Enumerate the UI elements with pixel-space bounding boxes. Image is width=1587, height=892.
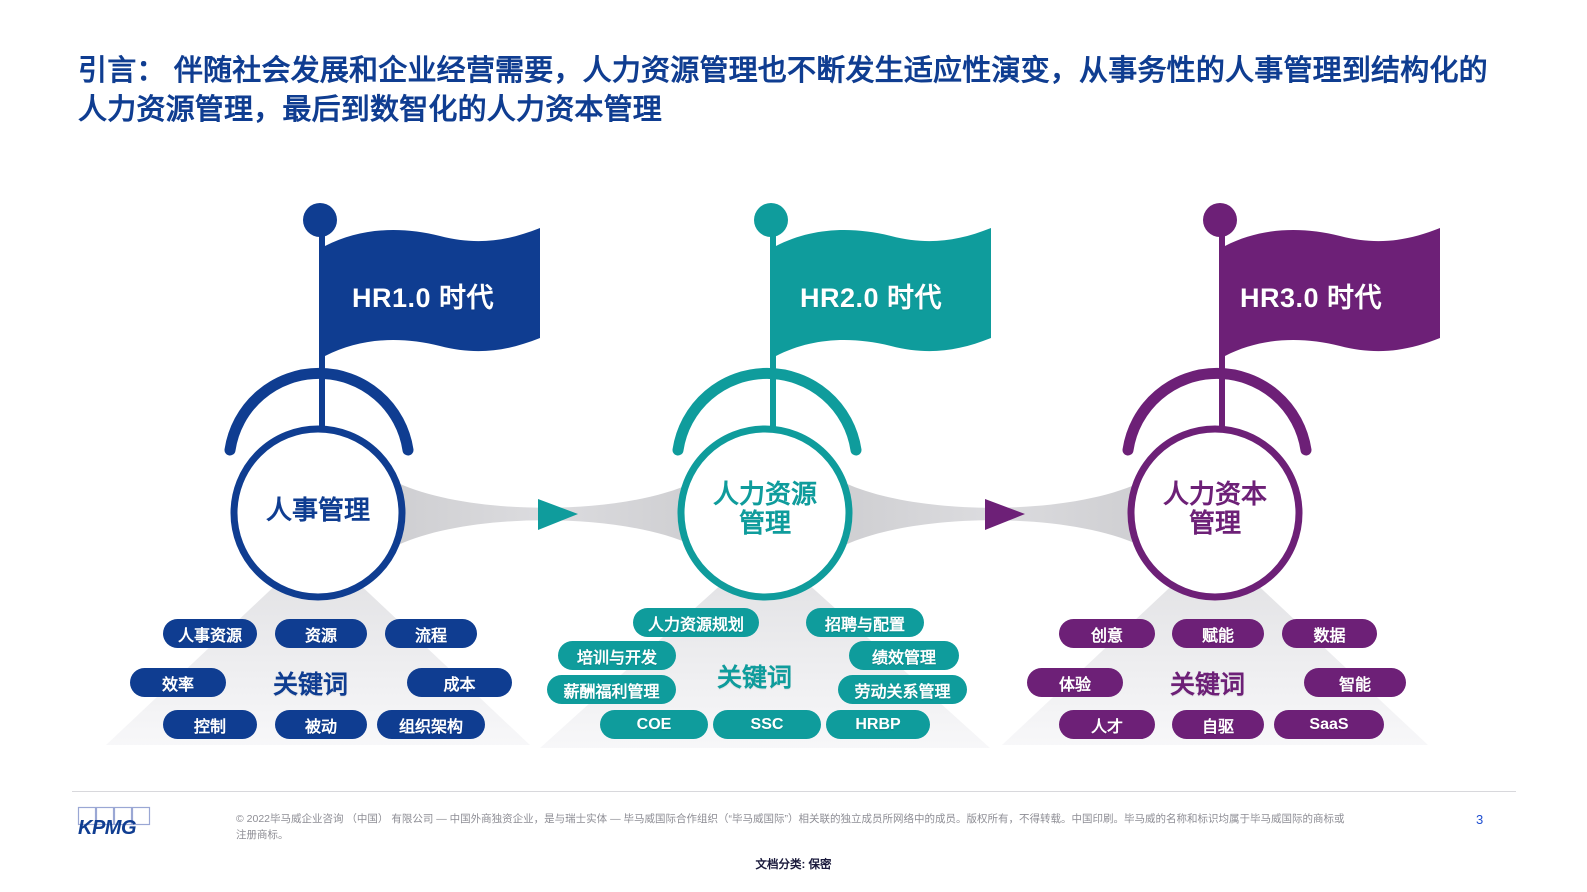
keyword-pill[interactable]: 智能 (1304, 668, 1406, 697)
kpmg-logo-wordmark: KPMG (78, 817, 136, 839)
keyword-pill[interactable]: 流程 (385, 619, 477, 648)
page-number: 3 (1476, 812, 1484, 827)
stage-graphic-hr2 (672, 203, 991, 601)
keyword-pill[interactable]: 人才 (1059, 710, 1155, 739)
circle-hr1 (230, 425, 406, 601)
stage-graphic-hr1 (224, 203, 540, 601)
keyword-pill[interactable]: 劳动关系管理 (838, 675, 967, 704)
keyword-pill[interactable]: HRBP (826, 710, 930, 739)
flag-finial-hr2 (754, 203, 788, 237)
keyword-pill[interactable]: SaaS (1274, 710, 1384, 739)
keyword-pill[interactable]: 控制 (163, 710, 257, 739)
copyright-disclaimer: © 2022毕马威企业咨询 （中国） 有限公司 — 中国外商独资企业，是与瑞士实… (236, 813, 1345, 841)
kpmg-logo: KPMG (76, 806, 160, 842)
keyword-pill[interactable]: 人力资源规划 (633, 608, 759, 637)
keyword-pill[interactable]: 人事资源 (163, 619, 257, 648)
keyword-pill[interactable]: 创意 (1059, 619, 1155, 648)
circle-label-hr2: 人力资源 管理 (712, 479, 817, 539)
keywords-title-hr2: 关键词 (717, 664, 793, 692)
keyword-pill[interactable]: 资源 (275, 619, 367, 648)
keyword-pill[interactable]: 效率 (130, 668, 226, 697)
circle-hr2 (677, 425, 853, 601)
arrow-icon-purple (985, 499, 1025, 530)
keyword-pill[interactable]: 数据 (1282, 619, 1377, 648)
flag-label-hr2: HR2.0 时代 (800, 283, 943, 313)
keyword-pill[interactable]: COE (600, 710, 708, 739)
footer-divider (72, 791, 1516, 792)
keyword-pill[interactable]: 培训与开发 (558, 641, 676, 670)
arrow-icon-teal (538, 499, 578, 530)
keyword-pill[interactable]: 组织架构 (377, 710, 485, 739)
keyword-pill[interactable]: 赋能 (1172, 619, 1264, 648)
page-title: 引言： 伴随社会发展和企业经营需要，人力资源管理也不断发生适应性演变，从事务性的… (78, 55, 1488, 127)
keywords-title-hr1: 关键词 (273, 671, 349, 699)
keyword-pill[interactable]: 绩效管理 (849, 641, 959, 670)
document-classification: 文档分类: 保密 (755, 859, 832, 871)
flag-banner-hr3 (1225, 228, 1440, 356)
keyword-pill[interactable]: 成本 (407, 668, 512, 697)
keyword-pill[interactable]: 体验 (1027, 668, 1123, 697)
keyword-pill[interactable]: 招聘与配置 (806, 608, 924, 637)
flag-label-hr3: HR3.0 时代 (1240, 283, 1383, 313)
stage-graphic-hr3 (1122, 203, 1440, 601)
flag-label-hr1: HR1.0 时代 (352, 283, 495, 313)
keyword-pill[interactable]: 自驱 (1172, 710, 1264, 739)
circle-hr3 (1127, 425, 1303, 601)
flag-banner-hr2 (776, 228, 991, 356)
circle-label-hr3: 人力资本 管理 (1162, 479, 1267, 539)
arc-hr2 (672, 367, 862, 456)
circle-label-hr1: 人事管理 (265, 495, 370, 525)
kpmg-logo-boxes (77, 806, 151, 826)
keyword-pill[interactable]: SSC (713, 710, 821, 739)
keyword-pill[interactable]: 薪酬福利管理 (547, 675, 676, 704)
connector-arrows (538, 499, 1025, 530)
flag-banner-hr1 (325, 228, 540, 356)
flag-finial-hr1 (303, 203, 337, 237)
arc-hr3 (1122, 367, 1312, 456)
flag-finial-hr3 (1203, 203, 1237, 237)
keywords-title-hr3: 关键词 (1170, 671, 1246, 699)
keyword-pill[interactable]: 被动 (275, 710, 367, 739)
